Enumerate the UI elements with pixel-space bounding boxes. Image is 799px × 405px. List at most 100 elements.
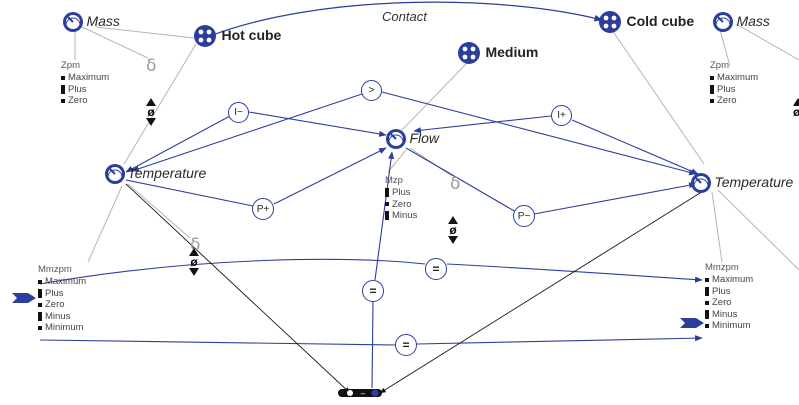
link-greater-temperature-right [381,91,697,176]
quantity-label: Mass [736,13,770,30]
qs-value[interactable]: Maximum [61,72,109,84]
quantity-flow[interactable]: Flow [385,128,439,150]
qs-value[interactable]: Minimum [705,320,753,332]
link-temperature-right-delta [717,189,799,271]
qs-value[interactable]: Minus [705,309,753,321]
quantity-label: Temperature [127,165,207,182]
link-iminus-flow [248,111,387,137]
proportionality-negative[interactable]: P− [513,205,535,227]
entity-cold-cube[interactable]: Cold cube [598,10,694,34]
influence-positive-right[interactable]: I+ [551,105,572,126]
quantity-space-title: Mzp [385,175,403,186]
derivative-symbol: δ [146,56,157,76]
link-temperature-right-qs [711,191,723,263]
arrow-up-icon [448,216,458,224]
quantity-temperature-left[interactable]: Temperature [104,163,206,185]
qs-value[interactable]: Minimum [38,322,86,334]
qs-value[interactable]: Zero [385,199,417,211]
qs-value[interactable]: Maximum [710,72,758,84]
quantity-label: Flow [409,130,440,147]
quantity-space-title: Zpm [61,60,80,71]
qs-value[interactable]: Plus [385,187,417,199]
qs-value[interactable]: Zero [705,297,753,309]
link-flow-pminus [405,147,517,213]
quantity-gauge-icon [713,12,733,32]
qs-value[interactable]: Maximum [705,274,753,286]
link-mass-right-qs [719,29,731,67]
quantity-gauge-icon [386,129,406,149]
equality-flow-calc[interactable]: = [362,280,384,302]
qs-value[interactable]: Maximum [38,276,86,288]
qs-value[interactable]: Plus [61,84,109,96]
quantity-mass-right[interactable]: Mass [712,11,770,33]
quantity-label: Mass [86,13,120,30]
qs-value[interactable]: Plus [710,84,758,96]
link-pminus-temperature [533,182,697,215]
quantity-temperature-right[interactable]: Temperature [690,172,793,194]
link-eq-top-right [446,263,703,283]
link-temperature-delta [127,183,191,239]
entity-icon [194,25,216,47]
derivative-zero-indicator[interactable]: ø [187,248,201,276]
entity-label: Cold cube [626,13,695,30]
current-value-marker-icon [680,318,704,328]
derivative-zero-indicator[interactable]: ø [144,98,158,126]
quantity-label: Temperature [714,174,794,191]
derivative-symbol: δ [190,235,201,255]
link-temperature-qs [87,185,123,263]
quantity-space-mmzpm-right: Mmzpm Maximum Plus Zero Minus Minimum [705,262,753,332]
zero-derivative-value: ø [449,223,457,237]
qs-value[interactable]: Zero [38,299,86,311]
entity-medium[interactable]: Medium [457,41,538,65]
equality-bottom[interactable]: = [395,334,417,356]
entity-icon [599,11,621,33]
link-greater-temperature-left [131,93,363,172]
arrow-up-icon [189,248,199,256]
zero-derivative-value: ø [190,255,198,269]
qs-value[interactable]: Minus [38,311,86,323]
quantity-space-title: Zpm [710,60,729,71]
quantity-space-zpm-right: Zpm Maximum Plus Zero [710,60,758,107]
quantity-space-mmzpm-left: Mmzpm Maximum Plus Zero Minus Minimum [38,264,86,334]
quantity-mass-left[interactable]: Mass [62,11,120,33]
qs-value[interactable]: Plus [38,288,86,300]
arrow-down-icon [448,236,458,244]
calculation-node: − [338,389,382,398]
link-mass-right-delta [735,23,799,61]
link-coldcube-temperature [611,29,705,165]
qs-value[interactable]: Plus [705,286,753,298]
qs-value[interactable]: Zero [710,95,758,107]
configuration-label: Contact [382,9,427,24]
contact-link [209,1,603,37]
link-temperature-right-calc [379,187,709,394]
equality-top[interactable]: = [425,258,447,280]
quantity-space-mzp: Mzp Plus Zero Minus [385,175,417,222]
derivative-zero-indicator[interactable]: ø [793,98,799,118]
link-eq-top-left [39,258,426,285]
qs-value[interactable]: Minus [385,210,417,222]
quantity-space-title: Mmzpm [705,262,739,273]
proportionality-positive[interactable]: P+ [252,198,274,220]
link-iplus-temperature [571,119,699,175]
link-iplus-flow [413,115,552,134]
link-eq-bottom-left [39,339,397,346]
derivative-zero-indicator[interactable]: ø [446,216,460,244]
link-temperature-left-calc [125,183,351,394]
quantity-gauge-icon [691,173,711,193]
influence-negative-left[interactable]: I− [228,102,249,123]
qs-value[interactable]: Zero [61,95,109,107]
arrow-up-icon [793,98,799,106]
greater-than-relation[interactable]: > [361,80,382,101]
zero-derivative-value: ø [793,105,799,118]
link-medium-flow [401,61,469,131]
entity-hot-cube[interactable]: Hot cube [193,24,281,48]
entity-icon [458,42,480,64]
arrow-down-icon [146,118,156,126]
link-temperature-pplus [125,179,254,207]
zero-derivative-value: ø [147,105,155,119]
link-pplus-flow [273,147,387,205]
svg-text:−: − [360,390,366,398]
quantity-space-zpm-left: Zpm Maximum Plus Zero [61,60,109,107]
arrow-up-icon [146,98,156,106]
